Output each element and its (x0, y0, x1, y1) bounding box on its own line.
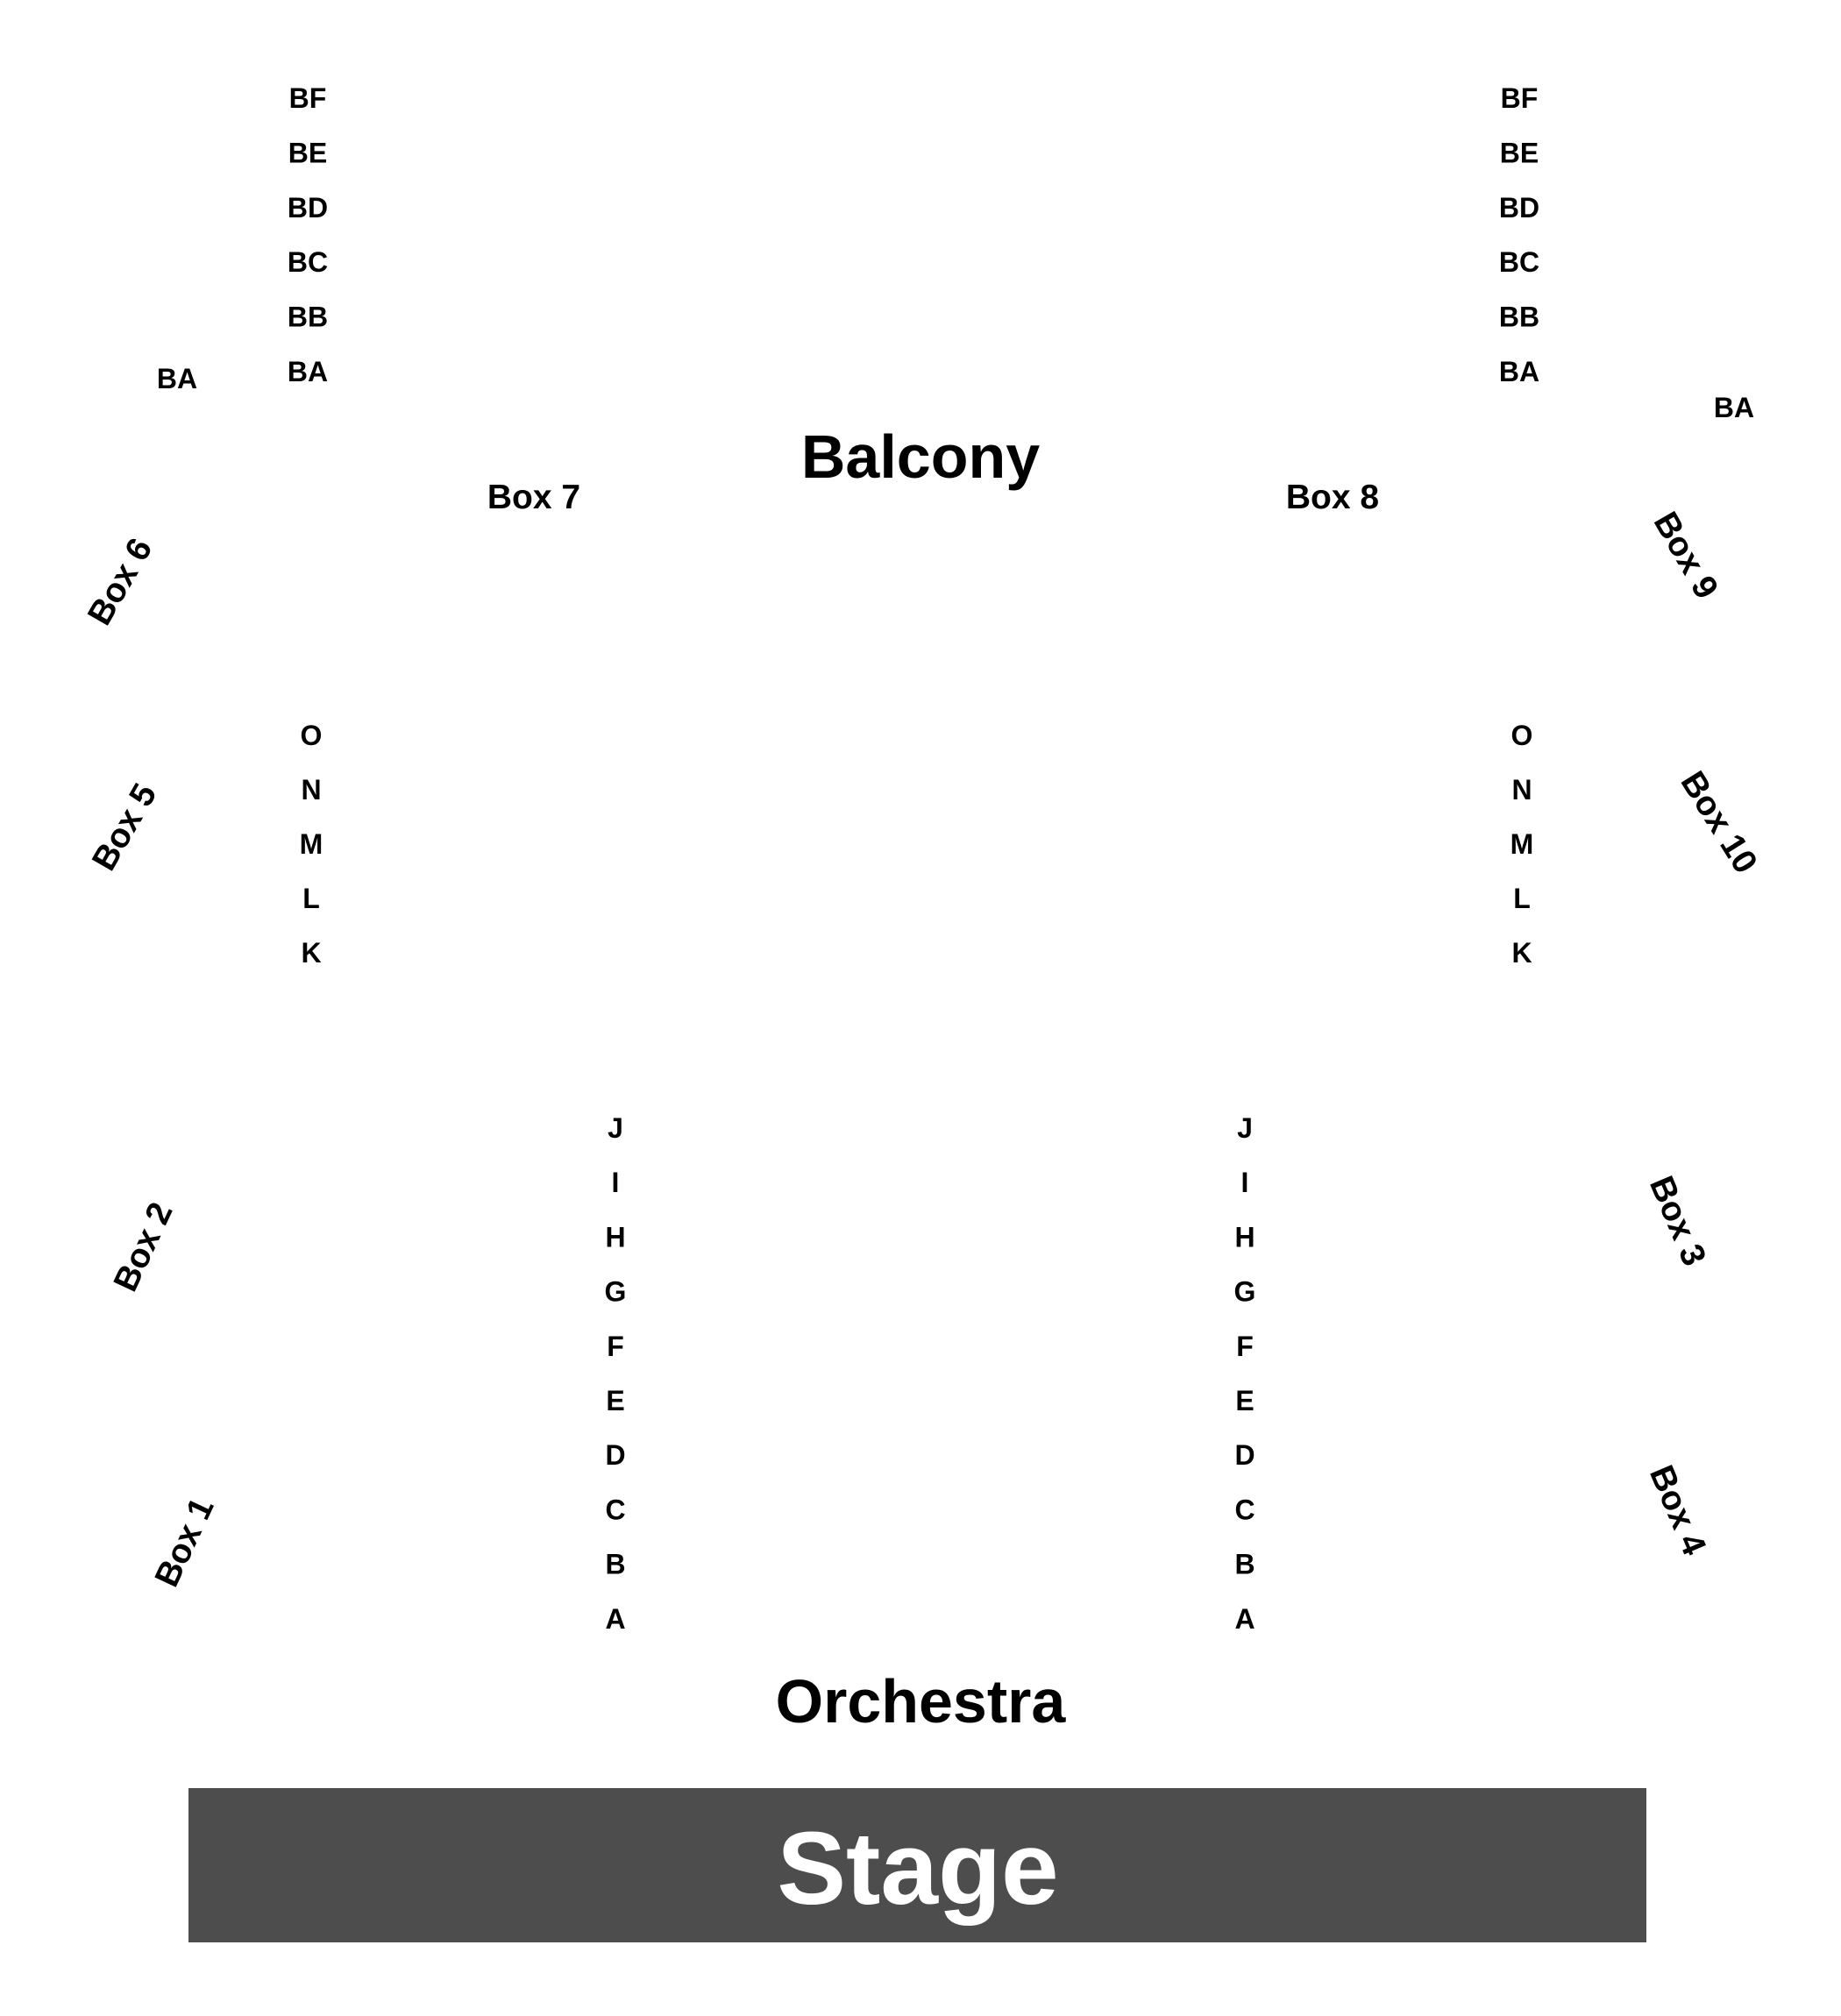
mezz-row-left-l: L (302, 883, 320, 914)
mezz-row-left-o: O (301, 720, 323, 751)
orchestra-row-left-b: B (605, 1549, 625, 1580)
orchestra-row-left-e: E (606, 1385, 624, 1416)
orchestra-row-left-d: D (605, 1439, 625, 1471)
box-5-label: Box 5 (85, 777, 164, 877)
orchestra-row-right-c: C (1234, 1494, 1255, 1525)
orchestra-title: Orchestra (776, 1667, 1067, 1736)
box-2-label: Box 2 (107, 1197, 181, 1297)
orchestra-row-right-d: D (1234, 1439, 1255, 1471)
box-8-label: Box 8 (1286, 479, 1379, 516)
orchestra-row-left-i: I (612, 1167, 620, 1198)
balcony-row-right-bb: BB (1499, 302, 1539, 333)
orchestra-row-right-a: A (1234, 1603, 1255, 1635)
stage (188, 1788, 1646, 1942)
balcony-row-right-ba: BA (1499, 356, 1539, 387)
orchestra-row-left-a: A (605, 1603, 625, 1635)
orchestra-row-left-c: C (605, 1494, 625, 1525)
box-6-label: Box 6 (81, 532, 160, 631)
balcony-row-left-ba: BA (288, 356, 328, 387)
orchestra-row-right-i: I (1241, 1167, 1249, 1198)
orchestra-row-left-h: H (605, 1221, 625, 1253)
box-1-label: Box 1 (148, 1493, 222, 1593)
balcony-title: Balcony (801, 422, 1040, 491)
orchestra-row-left-j: J (608, 1112, 623, 1144)
balcony-rows-right: BF BE BD BC BB BA (1499, 82, 1539, 387)
orchestra-row-right-b: B (1234, 1549, 1255, 1580)
mezz-row-left-m: M (300, 828, 323, 860)
orchestra-row-right-g: G (1234, 1276, 1256, 1308)
balcony-row-left-bc: BC (288, 246, 328, 278)
orchestra-row-right-j: J (1237, 1112, 1253, 1144)
balcony-side-label-right: BA (1714, 392, 1754, 423)
orchestra-row-right-h: H (1234, 1221, 1255, 1253)
mezz-row-left-n: N (301, 774, 321, 806)
mezz-row-left-k: K (301, 937, 321, 969)
box-7-label: Box 7 (487, 479, 580, 516)
mezz-row-right-n: N (1511, 774, 1532, 806)
balcony-row-left-be: BE (288, 137, 327, 168)
orchestra-row-right-f: F (1236, 1331, 1254, 1362)
box-10-label: Box 10 (1673, 765, 1764, 880)
mezz-row-right-k: K (1511, 937, 1532, 969)
box-4-label: Box 4 (1642, 1460, 1713, 1561)
box-9-label: Box 9 (1646, 506, 1725, 605)
balcony-side-label-left: BA (157, 363, 197, 394)
balcony-row-right-bf: BF (1501, 82, 1539, 114)
stage-label: Stage (777, 1811, 1058, 1927)
mezz-row-right-l: L (1513, 883, 1531, 914)
balcony-row-left-bb: BB (288, 302, 328, 333)
mezz-row-right-o: O (1511, 720, 1533, 751)
balcony-row-right-bc: BC (1499, 246, 1539, 278)
balcony-row-right-bd: BD (1499, 192, 1539, 224)
balcony-rows-left: BF BE BD BC BB BA (288, 82, 328, 387)
orchestra-row-left-f: F (607, 1331, 624, 1362)
orchestra-row-left-g: G (605, 1276, 627, 1308)
mezz-row-right-m: M (1510, 828, 1534, 860)
box-3-label: Box 3 (1642, 1171, 1713, 1272)
balcony-row-left-bf: BF (289, 82, 327, 114)
balcony-row-right-be: BE (1500, 137, 1539, 168)
orchestra-row-right-e: E (1235, 1385, 1254, 1416)
balcony-row-left-bd: BD (288, 192, 328, 224)
